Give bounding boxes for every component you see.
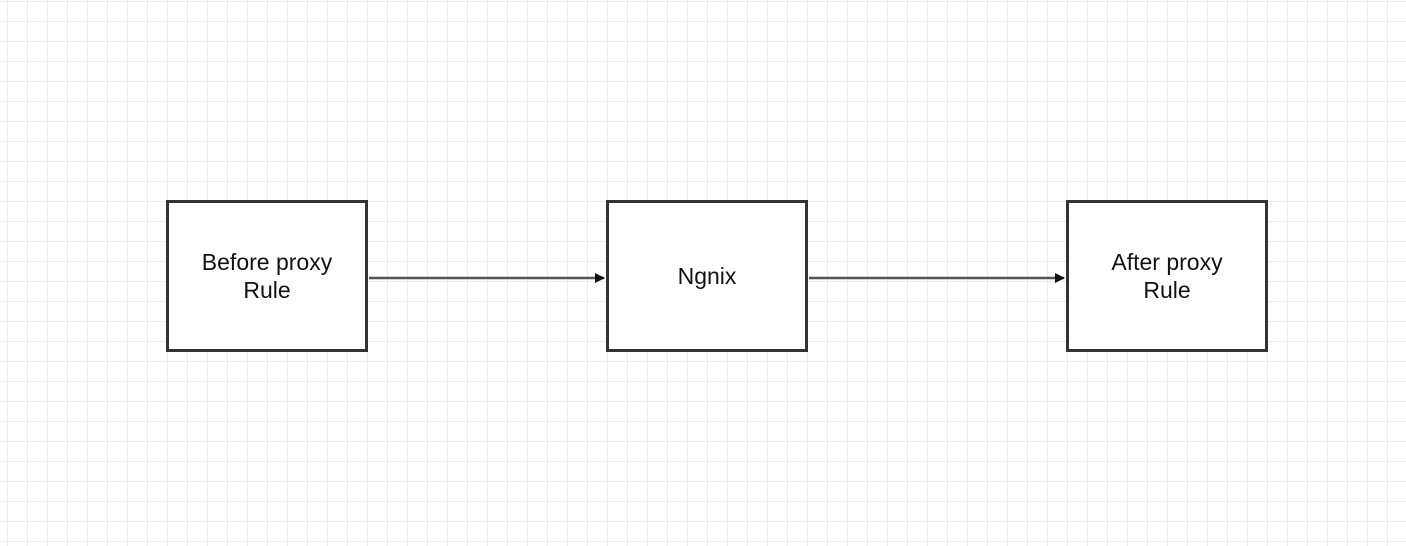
node-label-before-proxy-rule: Before proxy Rule	[201, 249, 333, 303]
node-label-after-proxy-rule: After proxy Rule	[1111, 249, 1223, 303]
node-ngnix[interactable]: Ngnix	[606, 200, 808, 352]
node-label-ngnix: Ngnix	[677, 263, 737, 289]
node-after-proxy-rule[interactable]: After proxy Rule	[1066, 200, 1268, 352]
node-before-proxy-rule[interactable]: Before proxy Rule	[166, 200, 368, 352]
